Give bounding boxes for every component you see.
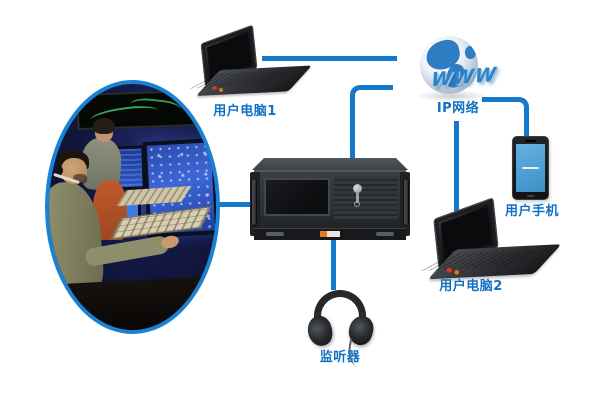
server-vents [334, 176, 398, 220]
phone-screen-glyph [522, 167, 539, 170]
server-brand-badge-accent [320, 231, 327, 237]
server-icon [250, 158, 410, 242]
phone-screen [516, 144, 545, 192]
connector-network-phone [482, 97, 529, 136]
server-grip [266, 232, 284, 236]
server-handle [251, 178, 257, 226]
console-desk [49, 274, 216, 330]
laptop-sticker [219, 88, 223, 92]
connector-network-laptop2 [454, 121, 459, 211]
connector-laptop1-network [262, 56, 397, 61]
server-brand-badge [320, 231, 340, 237]
continent-shape [465, 46, 476, 60]
operator1-headset [57, 166, 63, 175]
user-computer-2-label: 用户电脑2 [439, 279, 503, 294]
laptop-sticker [454, 270, 460, 275]
user-computer-1-label: 用户电脑1 [213, 104, 277, 119]
server-handle [403, 178, 409, 226]
headphones-icon [305, 288, 377, 368]
server-top-face [252, 158, 408, 170]
operator2-hair [93, 118, 115, 134]
user-phone-label: 用户手机 [504, 204, 559, 219]
phone-speaker [525, 140, 536, 142]
server-key [356, 192, 359, 203]
ip-network-label: IP网络 [436, 101, 480, 116]
user-computer-1-icon [189, 24, 313, 100]
connector-server-headphones [331, 238, 336, 290]
control-room-photo [45, 80, 220, 334]
ip-network-globe-icon [420, 36, 478, 94]
operator1-beard [73, 174, 87, 184]
globe-shadow [414, 90, 490, 102]
server-grip [376, 232, 394, 236]
laptop-sticker [446, 267, 453, 273]
user-computer-2-icon [420, 197, 562, 284]
headphones-band [314, 290, 366, 332]
headphones-label: 监听器 [319, 350, 361, 365]
server-display-window [264, 178, 330, 216]
server-key [354, 201, 360, 207]
phone-home-button [527, 195, 534, 197]
connector-network-server [350, 85, 393, 170]
server-keylock [353, 184, 362, 193]
laptop-sticker [212, 86, 217, 90]
connector-operators-server [219, 202, 252, 207]
user-phone-icon [512, 136, 549, 200]
